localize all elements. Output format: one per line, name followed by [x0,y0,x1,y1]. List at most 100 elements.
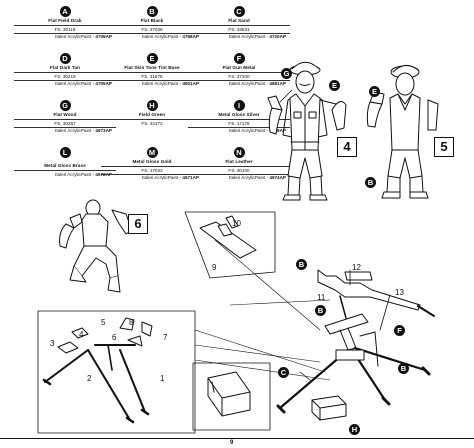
paint-callout-h: H [349,424,360,435]
divider [188,127,290,128]
divider [188,25,290,26]
divider [14,119,116,120]
paint-fs-code: FS. 37038 [141,27,163,32]
part-number: 13 [395,288,404,297]
paint-fs-code: FS. 31575 [141,74,163,79]
machine-gun-on-tripod [276,269,435,414]
part-number: 12 [352,263,361,272]
divider [188,80,290,81]
soldier-figure-step4 [267,61,347,201]
paint-callout-b: B [315,305,326,316]
part-number: 4 [79,330,84,339]
part-number: 9 [212,263,217,272]
paint-fs-code: FS. 33531 [228,27,250,32]
paint-callout-b: B [398,363,409,374]
part-number: 3 [50,339,55,348]
paint-entry: H Field Green FS. 34172 [97,100,207,127]
paint-letter-badge: E [146,53,158,64]
paint-entry: F Flat Gun Metal FS. 37200 Italeri Acryl… [184,53,294,87]
ammo-box-detail [192,362,347,431]
divider [101,25,203,26]
exploded-parts-box [37,310,196,434]
step-number-6: 6 [128,214,148,234]
part-number: 2 [87,374,92,383]
paint-letter-badge: M [146,147,158,158]
paint-fs-code: FS. 17178 [228,121,250,126]
paint-letter-badge: G [59,100,71,111]
paint-callout-f: F [394,325,405,336]
paint-letter-badge: N [233,147,245,158]
mount-detail-box [184,211,276,279]
paint-letter-badge: A [59,6,71,17]
paint-entry: A Flat Field Drab FS. 30118 Italeri Acry… [10,6,120,40]
paint-letter-badge: L [59,147,71,158]
connector-lines [194,239,331,381]
paint-italeri-code: Italeri AcrylicPaint - 4720AP [229,34,286,39]
paint-letter-badge: I [233,100,245,111]
paint-name: Flat Wood [53,112,77,117]
paint-entry: B Flat Black FS. 37038 Italeri AcrylicPa… [97,6,207,40]
footer-rule [0,438,474,439]
paint-callout-c: C [278,367,289,378]
divider [101,72,203,73]
paint-italeri-code: Italeri AcrylicPaint - 4709AP [55,34,112,39]
divider [14,72,116,73]
paint-italeri-code: Italeri AcrylicPaint - 4673AP [55,128,112,133]
divider [188,174,290,175]
paint-name: Flat Black [140,18,164,23]
paint-name: Metal Gloss Gold [132,159,172,164]
divider [101,33,203,34]
paint-name: Flat Dark Tan [49,65,81,70]
paint-letter-badge: H [146,100,158,111]
paint-letter-badge: B [146,6,158,17]
divider [101,80,203,81]
paint-fs-code: FS. 30100 [228,168,250,173]
part-number: 1 [160,374,165,383]
paint-callout-e: E [329,80,340,91]
divider [101,166,203,167]
paint-name: Flat Sand [228,18,250,23]
paint-fs-code: FS. 30257 [54,121,76,126]
paint-entry: D Flat Dark Tan FS. 30219 Italeri Acryli… [10,53,120,87]
divider [188,33,290,34]
paint-name: Field Green [138,112,166,117]
paint-entry: E Flat Skin Tone Tint Base FS. 31575 Ita… [97,53,207,87]
paint-fs-code: FS. 30219 [54,74,76,79]
part-number: 8 [129,318,134,327]
soldier-figure-step6 [59,199,133,293]
paint-entry: C Flat Sand FS. 33531 Italeri AcrylicPai… [184,6,294,40]
paint-italeri-code: Italeri AcrylicPaint - 4678AP [229,128,286,133]
paint-entry: M Metal Gloss Gold FS. 17043 Italeri Acr… [97,147,207,181]
paint-name: Flat Gun Metal [222,65,256,70]
paint-italeri-code: Italeri AcrylicPaint - 4768AP [142,34,199,39]
paint-fs-code: FS. 17043 [141,168,163,173]
paint-italeri-code: Italeri AcrylicPaint - 4705AP [55,81,112,86]
paint-callout-g: G [281,68,292,79]
divider [101,174,203,175]
paint-name: Metal Gloss Brass [44,163,86,168]
step-number-4: 4 [337,137,357,157]
soldier-figure-step5 [366,65,439,199]
paint-callout-b: B [365,177,376,188]
paint-name: Flat Field Drab [48,18,82,23]
page-number: 9 [230,440,234,446]
paint-callout-b: B [296,259,307,270]
paint-fs-code: FS. 37200 [228,74,250,79]
paint-fs-code: FS. 34172 [141,121,163,126]
paint-name: Flat Skin Tone Tint Base [124,65,180,70]
paint-italeri-code: Italeri AcrylicPaint - 4671AP [142,175,199,180]
part-number: 10 [232,219,241,228]
paint-name: Flat Leather [225,159,253,164]
paint-letter-badge: C [233,6,245,17]
divider [188,72,290,73]
divider [188,166,290,167]
paint-letter-badge: F [233,53,245,64]
paint-fs-code: FS. 30118 [54,27,76,32]
divider [14,170,116,171]
paint-italeri-code: Italeri AcrylicPaint - 4601AP [142,81,199,86]
paint-italeri-code: Italeri AcrylicPaint - 4681AP [229,81,286,86]
paint-callout-e: E [369,86,380,97]
divider [101,119,203,120]
